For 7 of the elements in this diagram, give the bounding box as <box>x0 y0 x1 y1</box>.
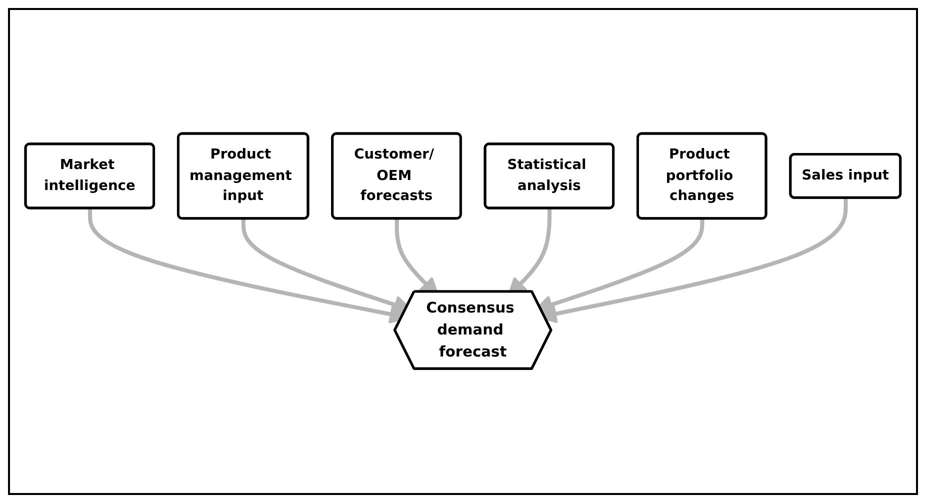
input-box: Consensus demand forecast <box>394 290 552 370</box>
input-box: Sales input <box>789 153 902 200</box>
input-box: Product portfolio changes <box>636 132 768 220</box>
input-box: Product management input <box>177 132 310 220</box>
input-box: Customer/ OEM forecasts <box>331 132 462 220</box>
input-box: Market intelligence <box>24 143 156 210</box>
input-box: Statistical analysis <box>484 143 615 210</box>
